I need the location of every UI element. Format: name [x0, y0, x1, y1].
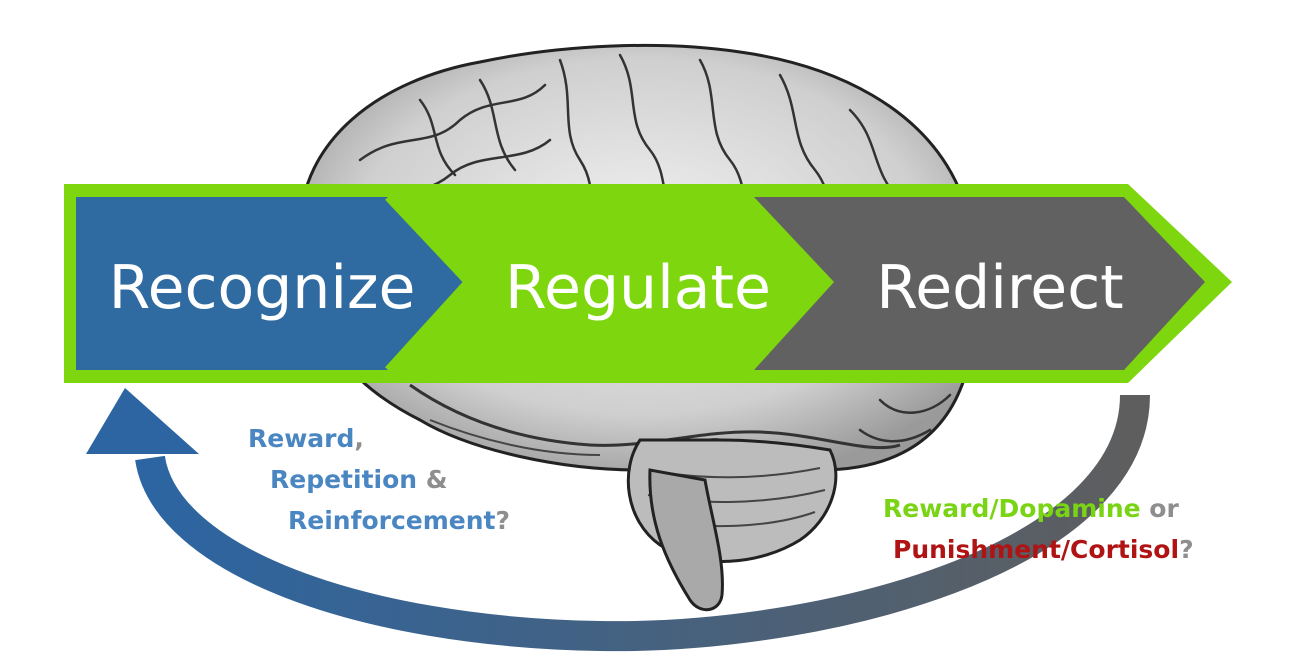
step-label-redirect: Redirect	[876, 253, 1123, 323]
redirect-chevron	[754, 197, 1205, 370]
step-label-recognize: Recognize	[109, 253, 416, 323]
loop-arrow-icon	[86, 388, 1150, 652]
repetition-text: Repetition	[270, 465, 418, 494]
reward-punct: ,	[354, 424, 364, 453]
right-note-line-1: Reward/Dopamine or	[883, 488, 1194, 529]
left-note-line-2: Repetition &	[248, 459, 510, 500]
cortisol-punct: ?	[1179, 535, 1194, 564]
left-note-line-1: Reward,	[248, 418, 510, 459]
right-note: Reward/Dopamine or Punishment/Cortisol?	[883, 488, 1194, 570]
reinforcement-punct: ?	[495, 506, 510, 535]
punishment-cortisol-text: Punishment/Cortisol	[893, 535, 1180, 564]
reward-text: Reward	[248, 424, 355, 453]
recognize-chevron	[76, 197, 468, 370]
right-note-line-2: Punishment/Cortisol?	[883, 529, 1194, 570]
left-note: Reward, Repetition & Reinforcement?	[248, 418, 510, 541]
reward-dopamine-text: Reward/Dopamine	[883, 494, 1141, 523]
step-label-regulate: Regulate	[505, 253, 771, 323]
left-note-line-3: Reinforcement?	[248, 500, 510, 541]
reinforcement-text: Reinforcement	[288, 506, 496, 535]
or-connector: or	[1140, 494, 1179, 523]
regulate-chevron	[398, 197, 824, 370]
repetition-punct: &	[417, 465, 448, 494]
